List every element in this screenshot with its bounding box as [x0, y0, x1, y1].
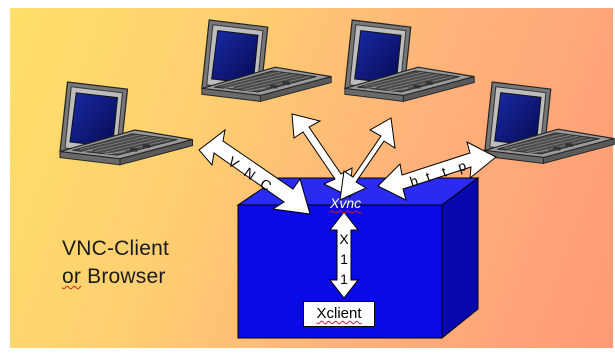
http-letter: t — [440, 163, 449, 179]
x11-label: X 1 1 — [339, 231, 349, 287]
double-arrow-icon — [198, 128, 311, 215]
laptop-icon — [344, 19, 475, 103]
arrow-to-laptop-3 — [339, 117, 396, 201]
laptop-icon — [484, 81, 615, 165]
http-arrow — [377, 141, 497, 201]
client-laptop-2 — [201, 19, 332, 103]
xclient-label: Xclient — [316, 305, 362, 322]
double-arrow-icon — [339, 117, 396, 201]
caption-line-2: or Browser — [62, 265, 166, 289]
x11-char: X — [339, 231, 349, 247]
caption-or-word: or — [62, 265, 82, 288]
client-laptop-1 — [59, 81, 194, 166]
x11-char: 1 — [340, 271, 348, 287]
caption-line-1: VNC-Client — [62, 237, 169, 261]
laptop-icon — [201, 19, 332, 103]
client-laptop-4 — [484, 81, 615, 165]
caption-browser-word: Browser — [81, 265, 166, 288]
caption-text: VNC-Client — [62, 237, 170, 260]
x11-arrow — [328, 211, 360, 299]
client-laptop-3 — [344, 19, 475, 103]
arrow-to-laptop-2 — [291, 113, 353, 198]
double-arrow-icon — [377, 141, 497, 201]
xvnc-label: Xvnc — [329, 195, 361, 211]
xclient-box: Xclient — [303, 301, 375, 327]
x11-char: 1 — [340, 251, 348, 267]
vnc-arrow — [198, 128, 311, 215]
double-arrow-icon — [291, 113, 353, 198]
double-arrow-icon — [328, 211, 360, 299]
server-box-side — [441, 177, 479, 340]
laptop-icon — [59, 81, 194, 166]
xvnc-spellcheck-squiggle — [329, 210, 363, 214]
http-letter: t — [424, 168, 433, 184]
